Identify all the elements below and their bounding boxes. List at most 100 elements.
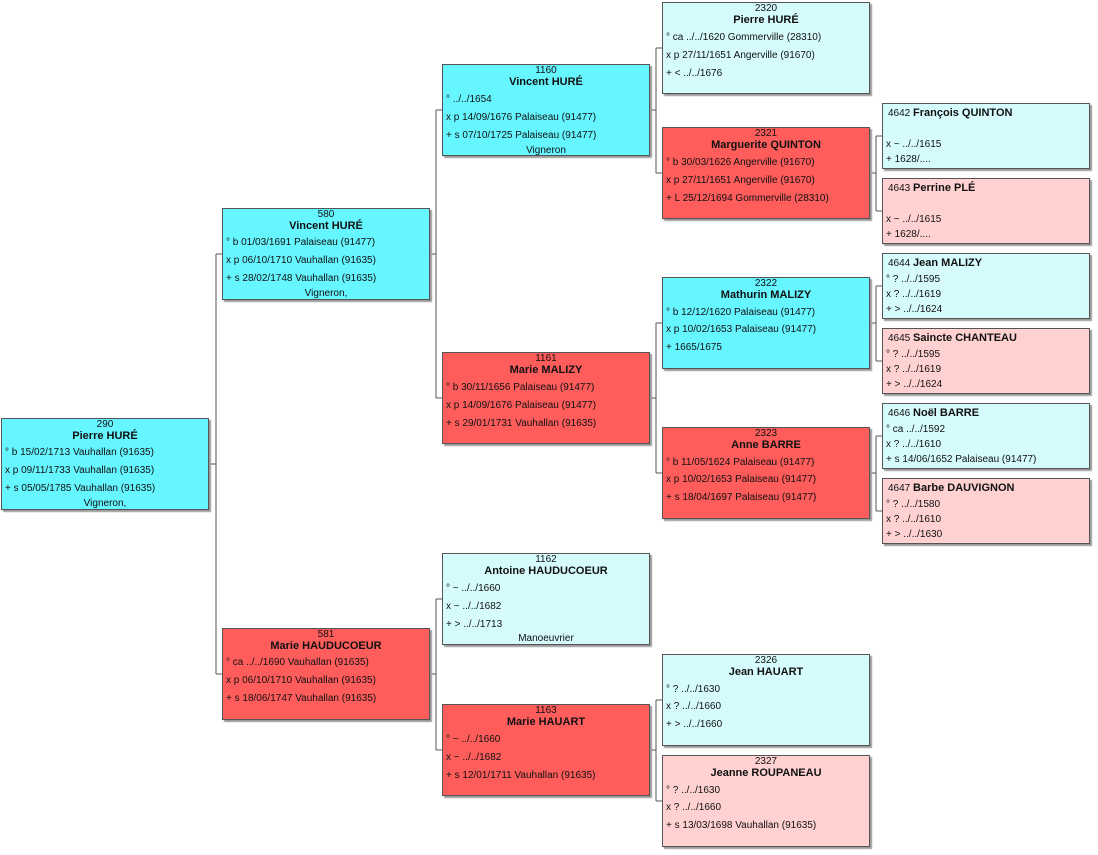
death-line: + s 28/02/1748 Vauhallan (91635): [226, 273, 377, 284]
person-name: Vincent HURÉ: [289, 220, 363, 232]
sosa-number: 2323: [754, 428, 778, 439]
marriage-line: x p 14/09/1676 Palaiseau (91477): [446, 112, 597, 123]
marriage-line: x ~ ../../1615: [886, 139, 942, 150]
sosa-number: 1161: [535, 353, 557, 364]
birth-line: ° b 30/11/1656 Palaiseau (91477): [446, 382, 595, 393]
birth-line: ° ? ../../1630: [666, 785, 721, 796]
marriage-line: x ~ ../../1682: [446, 752, 502, 763]
person-name: Perrine PLÉ: [913, 182, 976, 194]
person-box-1163[interactable]: 1163 Marie HAUART ° ~ ../../1660 x ~ ../…: [442, 704, 650, 796]
death-line: + s 18/04/1697 Palaiseau (91477): [666, 492, 817, 503]
marriage-line: x ? ../../1619: [886, 289, 942, 300]
person-name: Mathurin MALIZY: [720, 289, 812, 301]
person-header: 4646 Noël BARRE: [888, 407, 979, 420]
person-name: Jeanne ROUPANEAU: [710, 767, 822, 779]
death-line: + s 12/01/1711 Vauhallan (91635): [446, 770, 596, 781]
death-line: + s 18/06/1747 Vauhallan (91635): [226, 693, 377, 704]
person-name: Saincte CHANTEAU: [913, 332, 1017, 344]
death-line: + > ../../1660: [666, 719, 723, 730]
birth-line: ° b 12/12/1620 Palaiseau (91477): [666, 307, 816, 318]
person-header: 4643 Perrine PLÉ: [888, 182, 975, 195]
person-box-580[interactable]: 580 Vincent HURÉ ° b 01/03/1691 Palaisea…: [222, 208, 430, 300]
person-box-4646[interactable]: 4646 Noël BARRE ° ca ../../1592 x ? ../.…: [882, 403, 1090, 469]
person-box-2323[interactable]: 2323 Anne BARRE ° b 11/05/1624 Palaiseau…: [662, 427, 870, 519]
sosa-number: 1160: [535, 65, 557, 76]
occupation: Manoeuvrier: [518, 633, 574, 644]
sosa-number: 4647: [888, 483, 911, 494]
marriage-line: x p 09/11/1733 Vauhallan (91635): [5, 465, 155, 476]
sosa-number: 4644: [888, 258, 911, 269]
person-name: Marie MALIZY: [509, 364, 583, 376]
sosa-number: 4643: [888, 183, 911, 194]
sosa-number: 581: [317, 629, 335, 640]
marriage-line: x ~ ../../1682: [446, 601, 502, 612]
sosa-number: 2322: [754, 278, 778, 289]
person-box-2320[interactable]: 2320 Pierre HURÉ ° ca ../../1620 Gommerv…: [662, 2, 870, 94]
person-box-1161[interactable]: 1161 Marie MALIZY ° b 30/11/1656 Palaise…: [442, 352, 650, 444]
person-name: Anne BARRE: [731, 439, 801, 451]
marriage-line: x ? ../../1610: [886, 514, 942, 525]
birth-line: ° b 30/03/1626 Angerville (91670): [666, 157, 815, 168]
sosa-number: 4646: [888, 408, 911, 419]
person-box-1162[interactable]: 1162 Antoine HAUDUCOEUR ° ~ ../../1660 x…: [442, 553, 650, 645]
person-box-2327[interactable]: 2327 Jeanne ROUPANEAU ° ? ../../1630 x ?…: [662, 755, 870, 847]
death-line: + L 25/12/1694 Gommerville (28310): [666, 193, 829, 204]
death-line: + s 13/03/1698 Vauhallan (91635): [666, 820, 817, 831]
death-line: + s 29/01/1731 Vauhallan (91635): [446, 418, 597, 429]
sosa-number: 1163: [535, 705, 557, 716]
marriage-line: x p 06/10/1710 Vauhallan (91635): [226, 255, 376, 266]
sosa-number: 1162: [535, 554, 557, 565]
birth-line: ° ? ../../1630: [666, 684, 721, 695]
person-box-290[interactable]: 290 Pierre HURÉ ° b 15/02/1713 Vauhallan…: [1, 418, 209, 510]
marriage-line: x p 14/09/1676 Palaiseau (91477): [446, 400, 597, 411]
sosa-number: 2326: [754, 655, 778, 666]
person-box-581[interactable]: 581 Marie HAUDUCOEUR ° ca ../../1690 Vau…: [222, 628, 430, 720]
birth-line: ° ~ ../../1660: [446, 583, 501, 594]
sosa-number: 290: [96, 419, 114, 430]
birth-line: ° ca ../../1592: [886, 424, 946, 435]
death-line: + > ../../1624: [886, 379, 943, 390]
sosa-number: 4642: [888, 108, 911, 119]
marriage-line: x p 27/11/1651 Angerville (91670): [666, 50, 815, 61]
death-line: + s 07/10/1725 Palaiseau (91477): [446, 130, 597, 141]
marriage-line: x ? ../../1660: [666, 802, 722, 813]
person-box-4642[interactable]: 4642 François QUINTON x ~ ../../1615 + 1…: [882, 103, 1090, 169]
birth-line: ° b 15/02/1713 Vauhallan (91635): [5, 447, 154, 458]
person-box-4647[interactable]: 4647 Barbe DAUVIGNON ° ? ../../1580 x ? …: [882, 478, 1090, 544]
person-name: Barbe DAUVIGNON: [913, 482, 1015, 494]
person-name: Pierre HURÉ: [72, 430, 138, 442]
birth-line: ° ? ../../1595: [886, 349, 941, 360]
marriage-line: x ~ ../../1615: [886, 214, 942, 225]
occupation: Vigneron,: [304, 288, 348, 299]
person-header: 4647 Barbe DAUVIGNON: [888, 482, 1015, 495]
birth-line: ° ../../1654: [446, 94, 492, 105]
person-header: 4642 François QUINTON: [888, 107, 1012, 120]
person-box-2321[interactable]: 2321 Marguerite QUINTON ° b 30/03/1626 A…: [662, 127, 870, 219]
death-line: + > ../../1713: [446, 619, 503, 630]
birth-line: ° ? ../../1595: [886, 274, 941, 285]
death-line: + > ../../1630: [886, 529, 943, 540]
person-box-4645[interactable]: 4645 Saincte CHANTEAU ° ? ../../1595 x ?…: [882, 328, 1090, 394]
occupation: Vigneron,: [83, 498, 127, 509]
person-name: Marguerite QUINTON: [711, 139, 821, 151]
person-box-2322[interactable]: 2322 Mathurin MALIZY ° b 12/12/1620 Pala…: [662, 277, 870, 369]
person-name: François QUINTON: [913, 107, 1013, 119]
marriage-line: x p 27/11/1651 Angerville (91670): [666, 175, 815, 186]
birth-line: ° ~ ../../1660: [446, 734, 501, 745]
person-name: Jean MALIZY: [913, 257, 983, 269]
birth-line: ° b 01/03/1691 Palaiseau (91477): [226, 237, 376, 248]
person-box-4643[interactable]: 4643 Perrine PLÉ x ~ ../../1615 + 1628/.…: [882, 178, 1090, 244]
sosa-number: 4645: [888, 333, 911, 344]
sosa-number: 2321: [754, 128, 778, 139]
person-box-4644[interactable]: 4644 Jean MALIZY ° ? ../../1595 x ? ../.…: [882, 253, 1090, 319]
person-name: Marie HAUART: [506, 716, 586, 728]
birth-line: ° ca ../../1620 Gommerville (28310): [666, 32, 822, 43]
person-header: 4645 Saincte CHANTEAU: [888, 332, 1017, 345]
person-box-2326[interactable]: 2326 Jean HAUART ° ? ../../1630 x ? ../.…: [662, 654, 870, 746]
death-line: + 1628/....: [886, 154, 931, 165]
person-box-1160[interactable]: 1160 Vincent HURÉ ° ../../1654 x p 14/09…: [442, 64, 650, 156]
death-line: + 1628/....: [886, 229, 931, 240]
sosa-number: 580: [317, 209, 335, 220]
person-name: Marie HAUDUCOEUR: [270, 640, 382, 652]
